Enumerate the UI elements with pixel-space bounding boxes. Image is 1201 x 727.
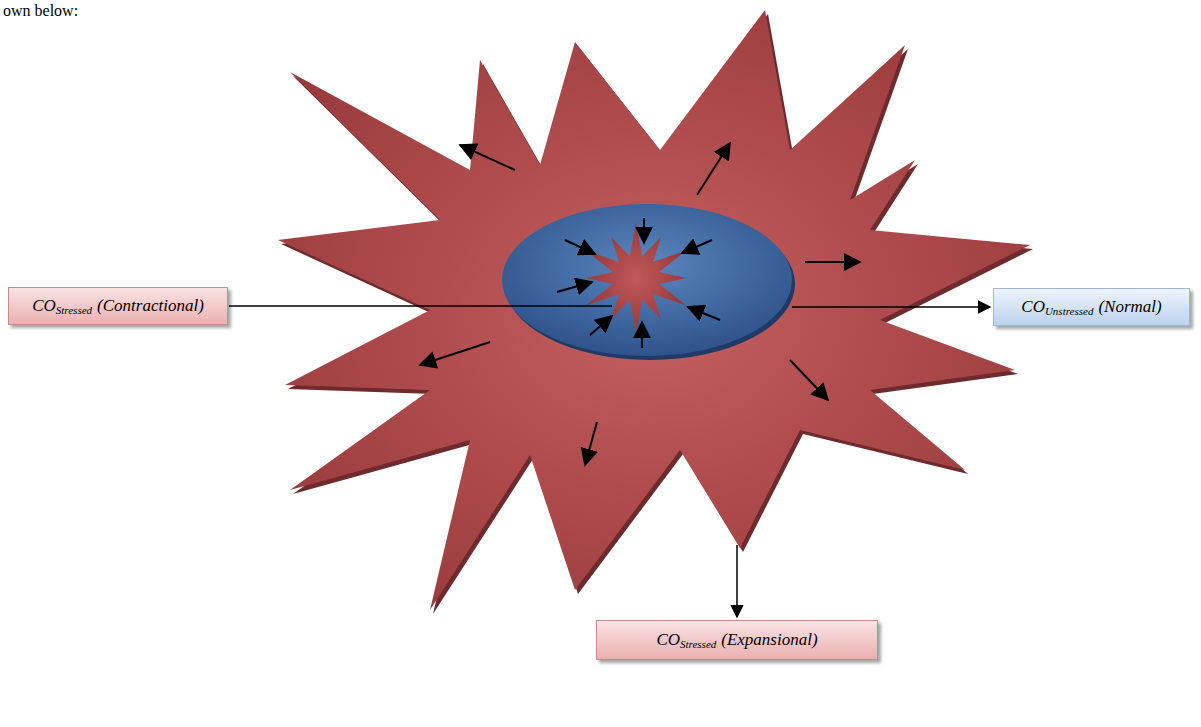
caption-fragment: own below: <box>3 2 78 20</box>
normal-label-box: COUnstressed (Normal) <box>993 288 1190 326</box>
normal-ellipse <box>502 204 792 356</box>
quantity-subscript: Stressed <box>56 304 92 316</box>
inward-arrows <box>557 218 720 348</box>
leader-lines <box>229 306 990 617</box>
quantity-symbol: CO <box>32 296 56 316</box>
outward-arrows <box>420 143 860 465</box>
quantity-symbol: CO <box>1021 297 1045 317</box>
quantity-symbol: CO <box>656 630 680 650</box>
quantity-subscript: Unstressed <box>1045 305 1093 317</box>
contractional-star <box>586 223 686 333</box>
state-name: (Contractional) <box>97 296 204 316</box>
contraction-label-box: COStressed (Contractional) <box>8 287 228 325</box>
quantity-subscript: Stressed <box>680 638 716 650</box>
state-name: (Normal) <box>1098 297 1161 317</box>
expansional-star <box>278 10 1030 610</box>
expansional-star-shadow <box>281 14 1033 614</box>
expansion-label-box: COStressed (Expansional) <box>596 620 878 660</box>
state-name: (Expansional) <box>721 630 817 650</box>
